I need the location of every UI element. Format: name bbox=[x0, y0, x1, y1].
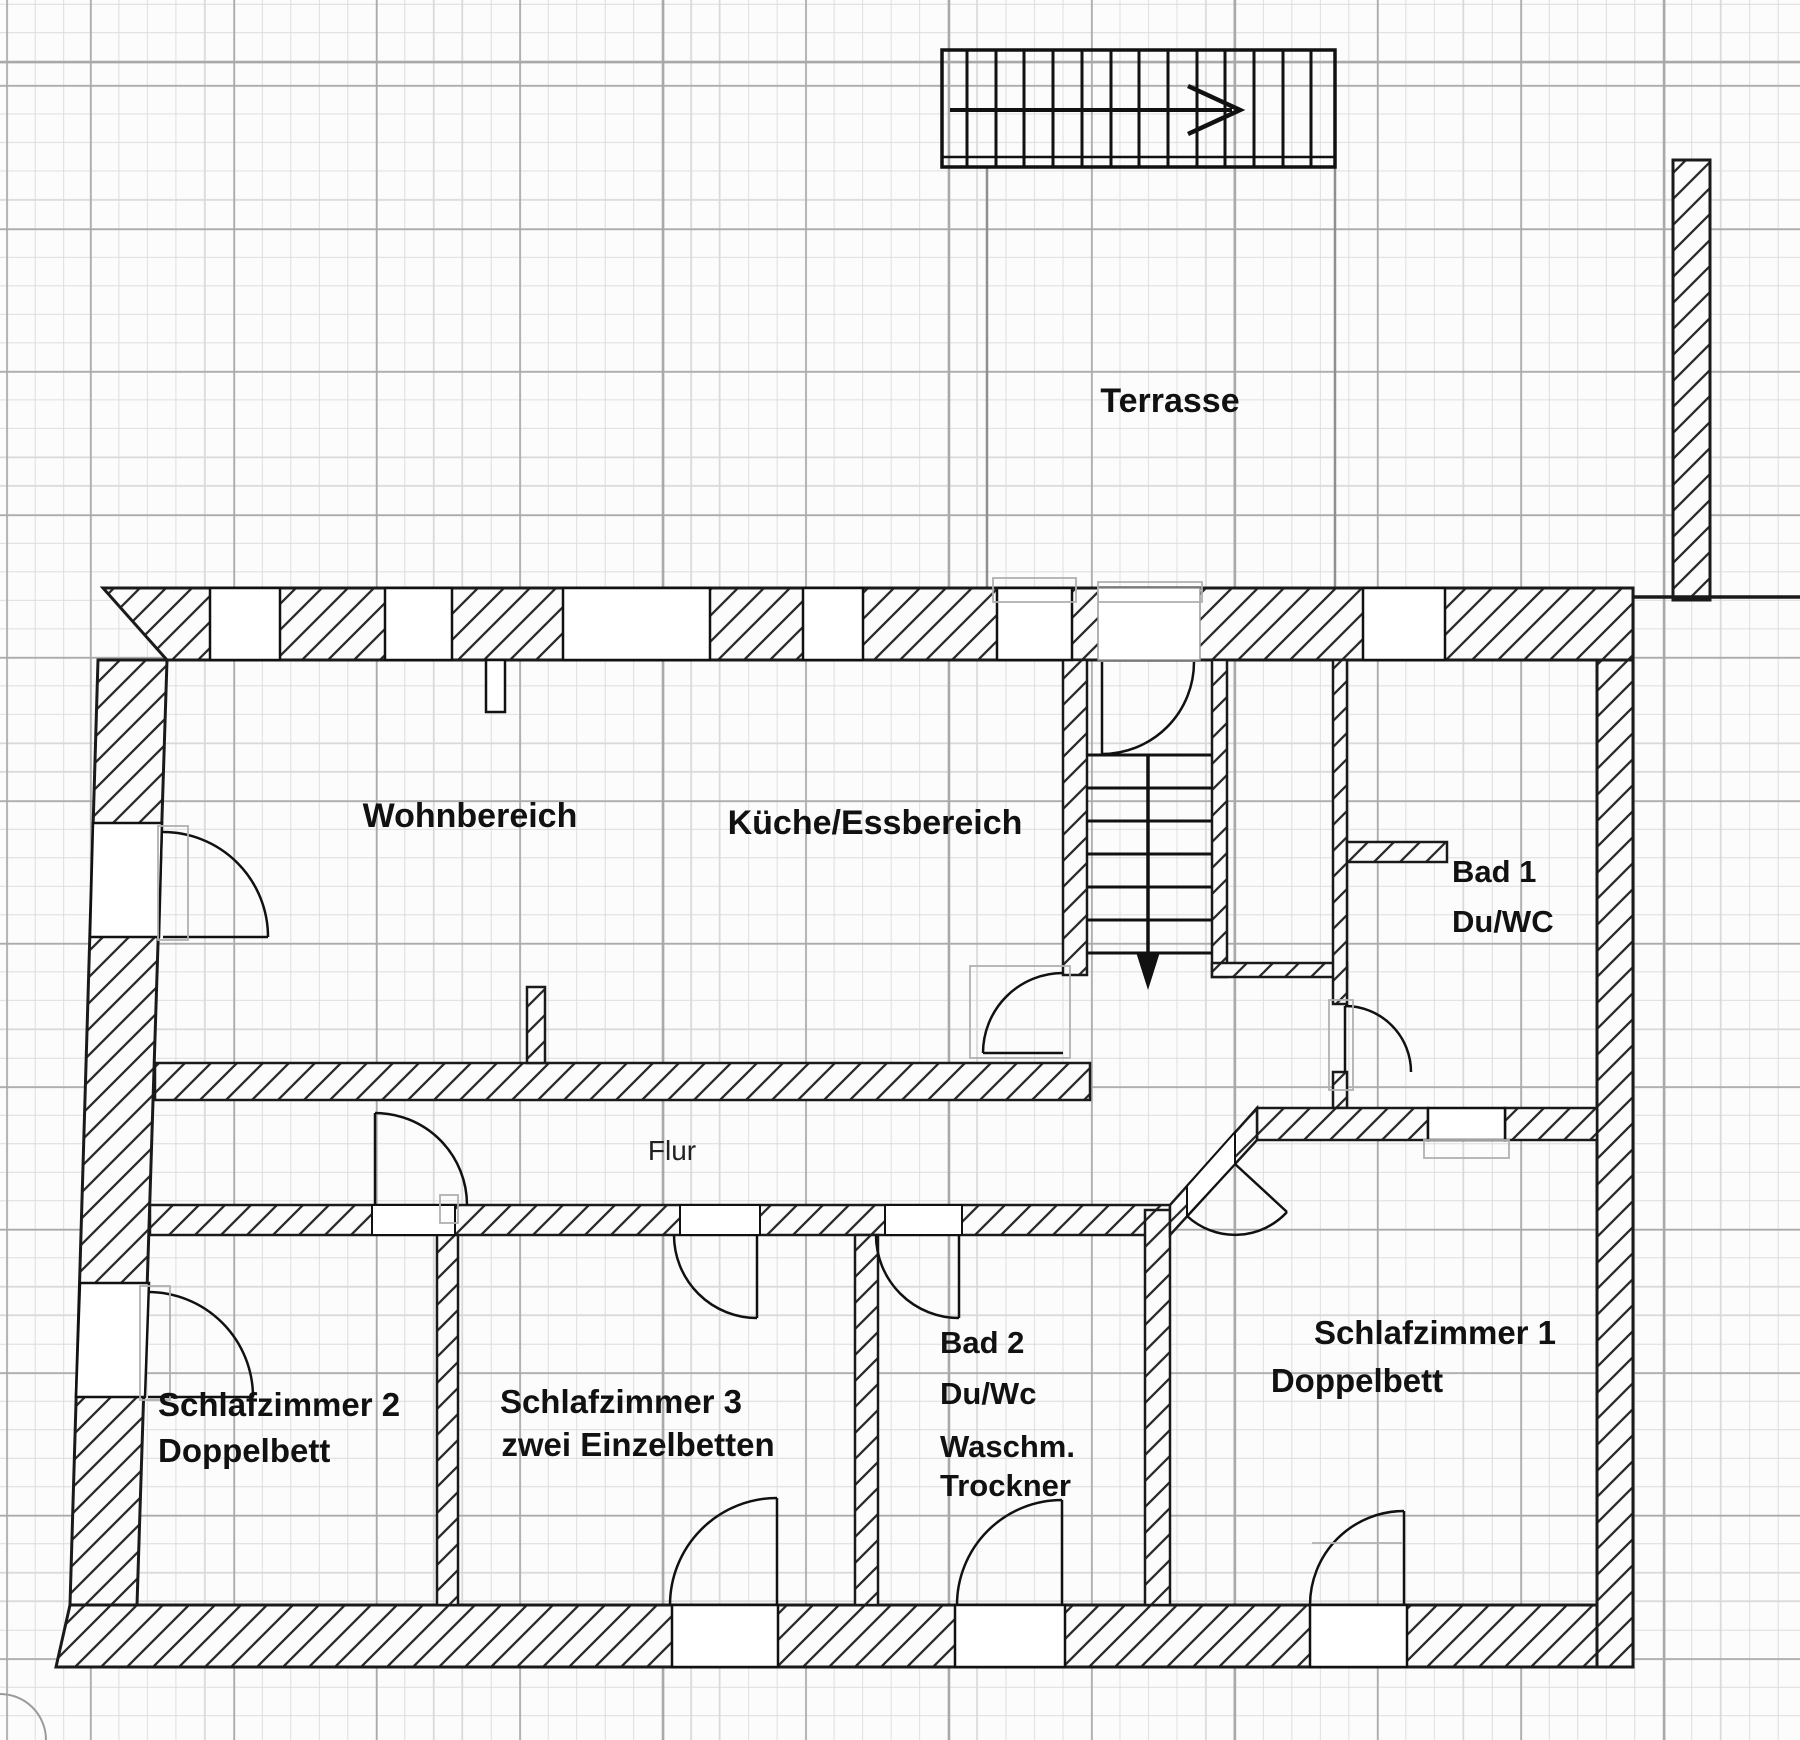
window-top-3 bbox=[561, 586, 712, 662]
wall-stub-livingroom bbox=[484, 658, 507, 714]
door-opening-hall-bad2 bbox=[884, 1204, 963, 1236]
wall-bad1-schlafzimmer1-left bbox=[1255, 1106, 1430, 1142]
window-top-4 bbox=[801, 586, 865, 662]
door-hall-bad2 bbox=[874, 1234, 961, 1320]
room-label-bad1-duwc: Du/WC bbox=[1452, 904, 1554, 939]
room-label-schlafzimmer2-bett: Doppelbett bbox=[158, 1432, 330, 1469]
wall-closet-right-upper bbox=[1331, 658, 1349, 1006]
door-bad1 bbox=[1343, 1004, 1413, 1073]
door-bottom-sz3 bbox=[668, 1496, 779, 1606]
door-opening-bottom-sz3 bbox=[670, 1603, 780, 1669]
wall-sz3-bad2 bbox=[853, 1233, 880, 1607]
door-bottom-sz1 bbox=[1308, 1509, 1406, 1606]
door-opening-left-sz2 bbox=[74, 1281, 151, 1399]
room-label-bad1: Bad 1 bbox=[1452, 854, 1536, 889]
window-terrace bbox=[995, 586, 1074, 662]
stairs-up-arrow-icon bbox=[950, 83, 1246, 137]
room-label-kueche-essbereich: Küche/Essbereich bbox=[728, 804, 1023, 842]
room-label-schlafzimmer1-bett: Doppelbett bbox=[1271, 1362, 1443, 1399]
wall-right bbox=[1595, 658, 1635, 1669]
door-sz2-left bbox=[147, 1290, 255, 1399]
wall-kitchen-stair bbox=[1061, 658, 1089, 977]
door-bottom-bad2 bbox=[955, 1498, 1064, 1606]
window-bad1-sz1 bbox=[1426, 1106, 1507, 1142]
door-living-left bbox=[162, 830, 270, 939]
door-opening-hall-sz3 bbox=[679, 1204, 761, 1236]
door-opening-hall-sz2 bbox=[371, 1204, 456, 1236]
door-frames bbox=[139, 577, 1510, 1544]
room-label-bad2: Bad 2 bbox=[940, 1325, 1024, 1360]
wall-stub-kitchen bbox=[525, 985, 547, 1065]
door-opening-bottom-sz1 bbox=[1308, 1603, 1409, 1669]
room-label-schlafzimmer2: Schlafzimmer 2 bbox=[158, 1386, 400, 1423]
door-opening-bottom-bad2 bbox=[953, 1603, 1067, 1669]
wall-bad1-schlafzimmer1-right bbox=[1503, 1106, 1599, 1142]
entry-door-opening bbox=[1097, 587, 1201, 661]
room-label-bad2-trockner: Trockner bbox=[940, 1468, 1071, 1503]
hall-door-openings bbox=[371, 1129, 1236, 1236]
room-labels: Terrasse Wohnbereich Küche/Essbereich Ba… bbox=[158, 382, 1556, 1503]
door-hall-sz2 bbox=[373, 1111, 469, 1206]
window-top-1 bbox=[208, 586, 282, 662]
paper-corner-arc bbox=[0, 1693, 47, 1740]
windows bbox=[74, 586, 1507, 1669]
window-top-5 bbox=[1361, 586, 1447, 662]
wall-left bbox=[68, 658, 169, 1607]
door-kitchen bbox=[981, 971, 1064, 1055]
room-label-bad2-duwc: Du/Wc bbox=[940, 1376, 1036, 1411]
terrace-outline bbox=[985, 165, 1337, 590]
wall-hall-south bbox=[148, 1203, 1172, 1237]
door-opening-left-living bbox=[88, 821, 164, 939]
window-top-2 bbox=[383, 586, 454, 662]
room-label-bad2-waschm: Waschm. bbox=[940, 1429, 1075, 1464]
room-label-flur: Flur bbox=[648, 1135, 696, 1166]
wall-bad1-stub bbox=[1345, 840, 1449, 864]
garden-wall bbox=[1671, 158, 1712, 602]
interior-stairs bbox=[1087, 753, 1212, 976]
room-label-schlafzimmer1: Schlafzimmer 1 bbox=[1314, 1314, 1556, 1351]
wall-livingroom-hall bbox=[153, 1061, 1092, 1102]
wall-closet-left bbox=[1210, 658, 1229, 979]
door-opening-diagonal-sz1 bbox=[1186, 1129, 1236, 1219]
stairs-down-arrow-icon bbox=[1136, 952, 1160, 990]
wall-closet-bottom bbox=[1210, 961, 1349, 979]
door-entry bbox=[1100, 661, 1196, 756]
door-hall-sz3 bbox=[672, 1234, 759, 1320]
door-diagonal-sz1 bbox=[1186, 1163, 1288, 1237]
room-label-schlafzimmer3: Schlafzimmer 3 bbox=[500, 1383, 742, 1420]
room-label-terrasse: Terrasse bbox=[1100, 382, 1239, 420]
wall-sz2-sz3 bbox=[435, 1233, 460, 1607]
room-label-schlafzimmer3-betten: zwei Einzelbetten bbox=[501, 1426, 774, 1463]
wall-bad2-sz1 bbox=[1143, 1208, 1172, 1607]
room-label-wohnbereich: Wohnbereich bbox=[363, 797, 578, 835]
